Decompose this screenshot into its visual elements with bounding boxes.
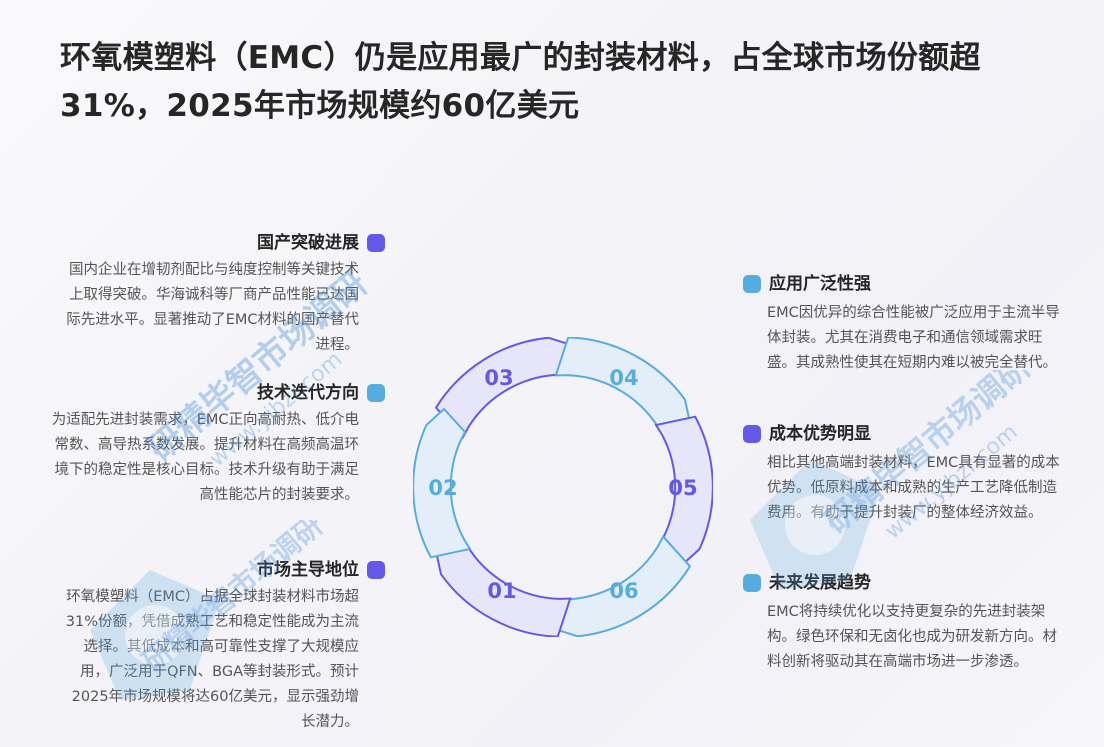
block-text: 为适配先进封装需求，EMC正向高耐热、低介电常数、高导热系数发展。提升材料在高频… [51,412,359,503]
block-text: 相比其他高端封装材料，EMC具有显著的成本优势。低原料成本和成熟的生产工艺降低制… [767,455,1060,521]
block-text: EMC因优异的综合性能被广泛应用于主流半导体封装。尤其在消费电子和通信领域需求旺… [767,305,1060,371]
block-heading: 未来发展趋势 [743,570,1063,596]
blue-square-icon [743,275,761,293]
heading-text: 成本优势明显 [769,424,871,444]
heading-text: 未来发展趋势 [769,573,871,593]
block-text: EMC将持续优化以支持更复杂的先进封装架构。绿色环保和无卤化也成为研发新方向。材… [767,604,1057,670]
heading-text: 技术迭代方向 [257,383,359,403]
purple-square-icon [367,561,385,579]
block-text: 国内企业在增韧剂配比与纯度控制等关键技术上取得突破。华海诚科等厂商产品性能已达国… [66,262,359,353]
block-domestic-breakthrough: 国产突破进展 国内企业在增韧剂配比与纯度控制等关键技术上取得突破。华海诚科等厂商… [60,230,385,358]
cycle-label-02: 02 [428,476,457,500]
block-wide-application: 应用广泛性强 EMC因优异的综合性能被广泛应用于主流半导体封装。尤其在消费电子和… [743,271,1063,376]
cycle-label-03: 03 [484,366,513,390]
heading-text: 市场主导地位 [257,560,359,580]
block-heading: 成本优势明显 [743,421,1063,447]
cycle-label-01: 01 [487,579,516,603]
cycle-label-05: 05 [668,476,697,500]
block-heading: 应用广泛性强 [743,271,1063,297]
block-future-trend: 未来发展趋势 EMC将持续优化以支持更复杂的先进封装架构。绿色环保和无卤化也成为… [743,570,1063,675]
page-title: 环氧模塑料（EMC）仍是应用最广的封装材料，占全球市场份额超31%，2025年市… [60,40,981,124]
block-heading: 技术迭代方向 [48,380,385,406]
cycle-diagram: 03 04 05 06 01 02 [412,317,714,657]
heading-text: 应用广泛性强 [769,274,871,294]
cycle-label-04: 04 [609,366,638,390]
blue-square-icon [743,574,761,592]
purple-square-icon [367,234,385,252]
cycle-label-06: 06 [609,579,638,603]
block-tech-direction: 技术迭代方向 为适配先进封装需求，EMC正向高耐热、低介电常数、高导热系数发展。… [48,380,385,508]
block-cost-advantage: 成本优势明显 相比其他高端封装材料，EMC具有显著的成本优势。低原料成本和成熟的… [743,421,1063,526]
heading-text: 国产突破进展 [257,233,359,253]
purple-square-icon [743,425,761,443]
block-text: 环氧模塑料（EMC）占据全球封装材料市场超31%份额，凭借成熟工艺和稳定性能成为… [65,589,359,730]
block-heading: 市场主导地位 [60,557,385,583]
block-heading: 国产突破进展 [60,230,385,256]
blue-square-icon [367,384,385,402]
block-market-dominance: 市场主导地位 环氧模塑料（EMC）占据全球封装材料市场超31%份额，凭借成熟工艺… [60,557,385,735]
cycle-ring-svg: 03 04 05 06 01 02 [412,317,714,657]
